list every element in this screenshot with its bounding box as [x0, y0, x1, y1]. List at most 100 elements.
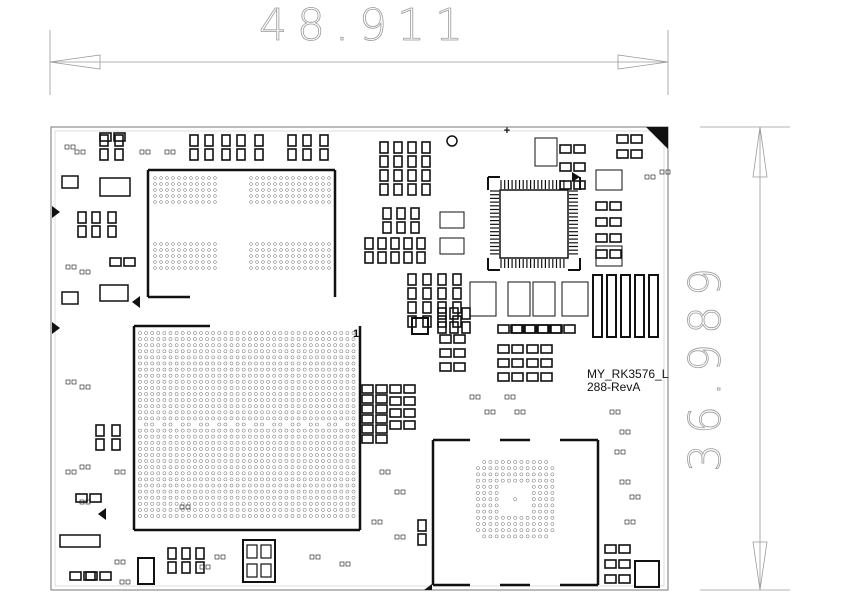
bga-ball	[279, 188, 283, 192]
bga-ball	[249, 242, 253, 246]
passive-pad	[221, 148, 231, 161]
bga-ball	[153, 200, 157, 204]
bga-ball	[266, 337, 270, 341]
bga-ball	[285, 200, 289, 204]
passive-pad	[389, 408, 402, 418]
bga-ball	[211, 331, 216, 335]
bga-ball	[351, 392, 356, 396]
bga-ball	[333, 428, 338, 433]
bga-ball	[174, 349, 179, 354]
bga-ball	[199, 386, 203, 390]
bga-ball	[315, 182, 319, 186]
bga-ball	[538, 528, 542, 533]
bga-ball	[162, 434, 167, 439]
bga-ball	[138, 337, 142, 341]
bga-ball	[339, 477, 344, 482]
passive-pad	[254, 148, 264, 161]
bga-ball	[241, 483, 246, 488]
bga-ball	[285, 182, 289, 186]
bga-ball	[345, 465, 350, 470]
bga-ball	[476, 528, 480, 533]
bga-ball	[500, 478, 505, 483]
passive-pad	[629, 494, 635, 500]
bga-ball	[156, 477, 161, 482]
bga-ball	[272, 428, 277, 433]
passive-pad	[540, 372, 553, 382]
bga-ball	[273, 248, 277, 252]
bga-ball	[550, 472, 555, 477]
bga-ball	[278, 440, 283, 445]
bga-ball	[235, 392, 240, 396]
passive-pad	[236, 148, 246, 161]
bga-ball	[235, 361, 240, 366]
passive-pad	[361, 394, 374, 404]
bga-ball	[351, 422, 356, 427]
bga-ball	[482, 515, 487, 520]
bga-ball	[531, 484, 536, 489]
bga-ball	[272, 373, 277, 378]
bga-ball	[351, 453, 356, 457]
passive-pad	[389, 396, 402, 406]
bga-ball	[247, 508, 252, 512]
bga-ball	[525, 522, 530, 526]
bga-ball	[488, 515, 493, 520]
bga-ball	[278, 392, 283, 396]
bga-ball	[315, 447, 319, 451]
bga-ball	[272, 453, 277, 457]
bga-ball	[260, 337, 264, 341]
bga-ball	[162, 349, 167, 354]
bga-ball	[174, 367, 179, 372]
bga-ball	[339, 361, 344, 366]
bga-ball	[247, 471, 252, 476]
bga-ball	[266, 410, 270, 415]
passive-pad	[410, 221, 420, 234]
bga-ball	[302, 483, 307, 488]
passive-pad	[107, 225, 117, 238]
passive-pad	[609, 201, 622, 211]
bga-ball	[195, 194, 199, 198]
bga-ball	[241, 361, 246, 366]
passive-pad	[620, 449, 626, 455]
bga-ball	[229, 508, 234, 512]
bga-ball	[321, 514, 325, 518]
bga-ball	[488, 460, 493, 464]
bga-ball	[174, 465, 179, 470]
bga-ball	[476, 466, 480, 471]
bga-ball	[507, 478, 511, 483]
bga-ball	[249, 266, 253, 270]
passive-pad	[609, 249, 622, 259]
bga-ball	[333, 440, 338, 445]
bga-ball	[345, 386, 350, 390]
bga-ball	[494, 478, 499, 483]
bga-ball	[153, 176, 157, 180]
bga-ball	[339, 447, 344, 451]
bga-ball	[229, 410, 234, 415]
passive-pad	[484, 409, 490, 415]
bga-ball	[285, 194, 289, 198]
bga-ball	[333, 331, 338, 335]
passive-pad	[205, 564, 211, 570]
bga-ball	[260, 508, 264, 512]
passive-pad	[595, 169, 623, 191]
bga-ball	[150, 361, 155, 366]
bga-ball	[201, 176, 205, 180]
bga-ball	[189, 194, 193, 198]
bga-ball	[211, 459, 216, 463]
bga-ball	[217, 489, 222, 494]
passive-pad	[604, 574, 617, 584]
bga-ball	[174, 386, 179, 390]
passive-pad	[361, 384, 374, 394]
bga-ball	[284, 343, 289, 348]
passive-pad	[64, 144, 70, 150]
passive-pad	[497, 358, 510, 368]
bga-ball	[321, 392, 325, 396]
bga-ball	[144, 447, 148, 451]
bga-ball	[156, 386, 161, 390]
bga-ball	[247, 483, 252, 488]
bga-ball	[186, 459, 191, 463]
bga-ball	[550, 497, 555, 502]
bga-ball	[488, 522, 493, 526]
bga-ball	[500, 528, 505, 533]
bga-ball	[339, 410, 344, 415]
bga-ball	[333, 410, 338, 415]
